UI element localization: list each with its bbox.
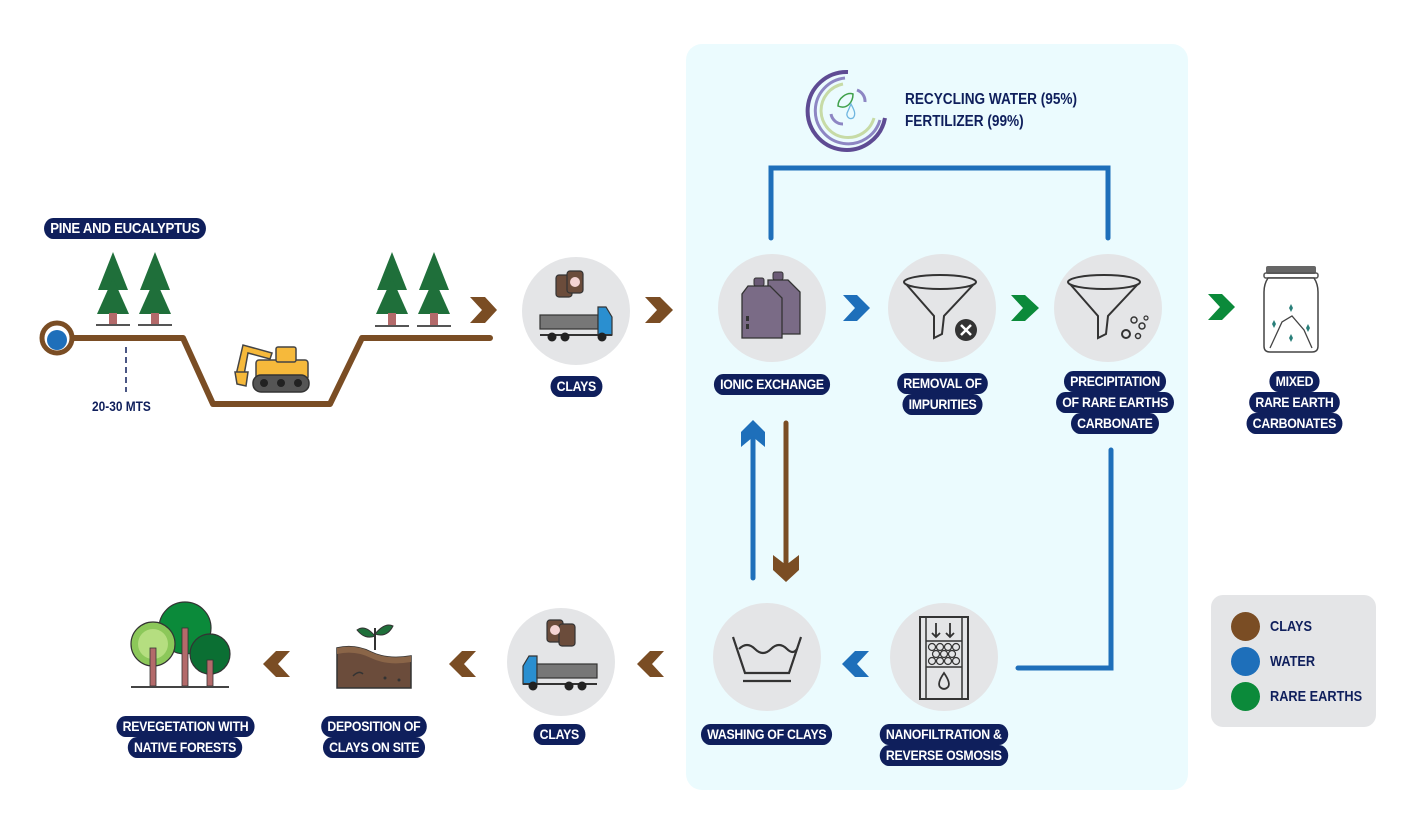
pine-tree-icon [417, 252, 451, 327]
water-recycle-loop-right [1015, 447, 1114, 671]
funnel-precipitate-icon [1067, 274, 1149, 340]
excavator-icon [234, 344, 310, 393]
clays-bottom-label: CLAYS [533, 724, 585, 745]
product-label-line2: RARE EARTH [1248, 392, 1340, 413]
legend-item-water: WATER [1231, 647, 1323, 676]
clays-top-label-group: CLAYS [545, 376, 607, 397]
deposition-label-line1: DEPOSITION OF [321, 716, 427, 737]
forest-icon [130, 601, 231, 688]
clays-down-arrow [773, 420, 799, 582]
washing-label-group: WASHING OF CLAYS [692, 724, 842, 745]
legend-item-rare-earths: RARE EARTHS [1231, 682, 1378, 711]
product-label-line3: CARBONATES [1246, 413, 1342, 434]
wash-basin-icon [731, 636, 803, 683]
legend-swatch-rare-earths [1231, 682, 1260, 711]
clays-transport-step [522, 257, 630, 365]
soil-sprout-icon [336, 624, 412, 689]
chevron-right-icon [1011, 295, 1039, 321]
depth-label: 20-30 MTS [92, 398, 151, 414]
nanofiltration-label-line1: NANOFILTRATION & [879, 724, 1009, 745]
precipitation-label-group: PRECIPITATION OF RARE EARTHS CARBONATE [1050, 371, 1180, 434]
pine-tree-icon [138, 252, 172, 326]
precipitation-label-line1: PRECIPITATION [1063, 371, 1167, 392]
terrain-profile [67, 335, 493, 407]
precipitation-label-line3: CARBONATE [1071, 413, 1159, 434]
nanofiltration-label-line2: REVERSE OSMOSIS [879, 745, 1009, 766]
truck-icon [522, 619, 598, 691]
chevron-right-icon [645, 297, 673, 323]
chevron-left-icon [637, 651, 664, 677]
clays-top-label: CLAYS [550, 376, 602, 397]
water-up-arrow [741, 420, 765, 581]
water-recycle-loop-top [768, 165, 1111, 241]
removal-label-group: REMOVAL OF IMPURITIES [880, 373, 1006, 415]
fertilizer-text: FERTILIZER (99%) [905, 113, 1024, 130]
pine-and-eucalyptus-label: PINE AND EUCALYPTUS [44, 218, 206, 239]
washing-label: WASHING OF CLAYS [701, 724, 833, 745]
legend-swatch-clays [1231, 612, 1260, 641]
legend-label: WATER [1270, 653, 1316, 670]
legend: CLAYS WATER RARE EARTHS [1211, 595, 1376, 727]
chevron-right-icon [470, 297, 497, 323]
removal-label-line2: IMPURITIES [902, 394, 984, 415]
chevron-right-icon [843, 295, 870, 321]
chevron-left-icon [449, 651, 476, 677]
product-label-line1: MIXED [1268, 371, 1320, 392]
precipitation-label-line2: OF RARE EARTHS [1055, 392, 1175, 413]
start-marker-dot [47, 330, 67, 350]
revegetation-label-line1: REVEGETATION WITH [115, 716, 255, 737]
legend-label: CLAYS [1270, 618, 1313, 635]
nanofiltration-label-group: NANOFILTRATION & REVERSE OSMOSIS [866, 724, 1022, 766]
deposition-label-group: DEPOSITION OF CLAYS ON SITE [314, 716, 434, 758]
removal-label-line1: REMOVAL OF [897, 373, 989, 394]
ionic-exchange-step [718, 254, 826, 362]
legend-label: RARE EARTHS [1270, 688, 1363, 705]
chevron-right-icon [1208, 294, 1235, 320]
ionic-exchange-label-group: IONIC EXCHANGE [697, 374, 847, 395]
pine-tree-icon [96, 252, 130, 326]
clays-bottom-label-group: CLAYS [528, 724, 590, 745]
deposition-label-line2: CLAYS ON SITE [322, 737, 426, 758]
revegetation-label-group: REVEGETATION WITH NATIVE FORESTS [105, 716, 265, 758]
legend-item-clays: CLAYS [1231, 612, 1319, 641]
precipitation-step [1054, 254, 1162, 362]
washing-of-clays-step [713, 603, 821, 711]
removal-of-impurities-step [888, 254, 996, 362]
recycling-water-text: RECYCLING WATER (95%) [905, 91, 1078, 108]
chevron-left-icon [263, 651, 290, 677]
clays-return-step [507, 608, 615, 716]
pine-tree-icon [375, 252, 409, 327]
filtration-icon [919, 616, 969, 700]
ionic-exchange-label: IONIC EXCHANGE [713, 374, 831, 395]
funnel-x-icon [903, 274, 977, 341]
jar-icon [1263, 266, 1319, 353]
legend-swatch-water [1231, 647, 1260, 676]
nanofiltration-step [890, 603, 998, 711]
circular-mineral-harvesting-badge [805, 69, 887, 152]
truck-icon [539, 270, 613, 342]
product-label-group: MIXED RARE EARTH CARBONATES [1236, 371, 1352, 434]
revegetation-label-line2: NATIVE FORESTS [127, 737, 243, 758]
tanks-icon [741, 271, 801, 339]
chevron-left-icon [842, 651, 869, 677]
